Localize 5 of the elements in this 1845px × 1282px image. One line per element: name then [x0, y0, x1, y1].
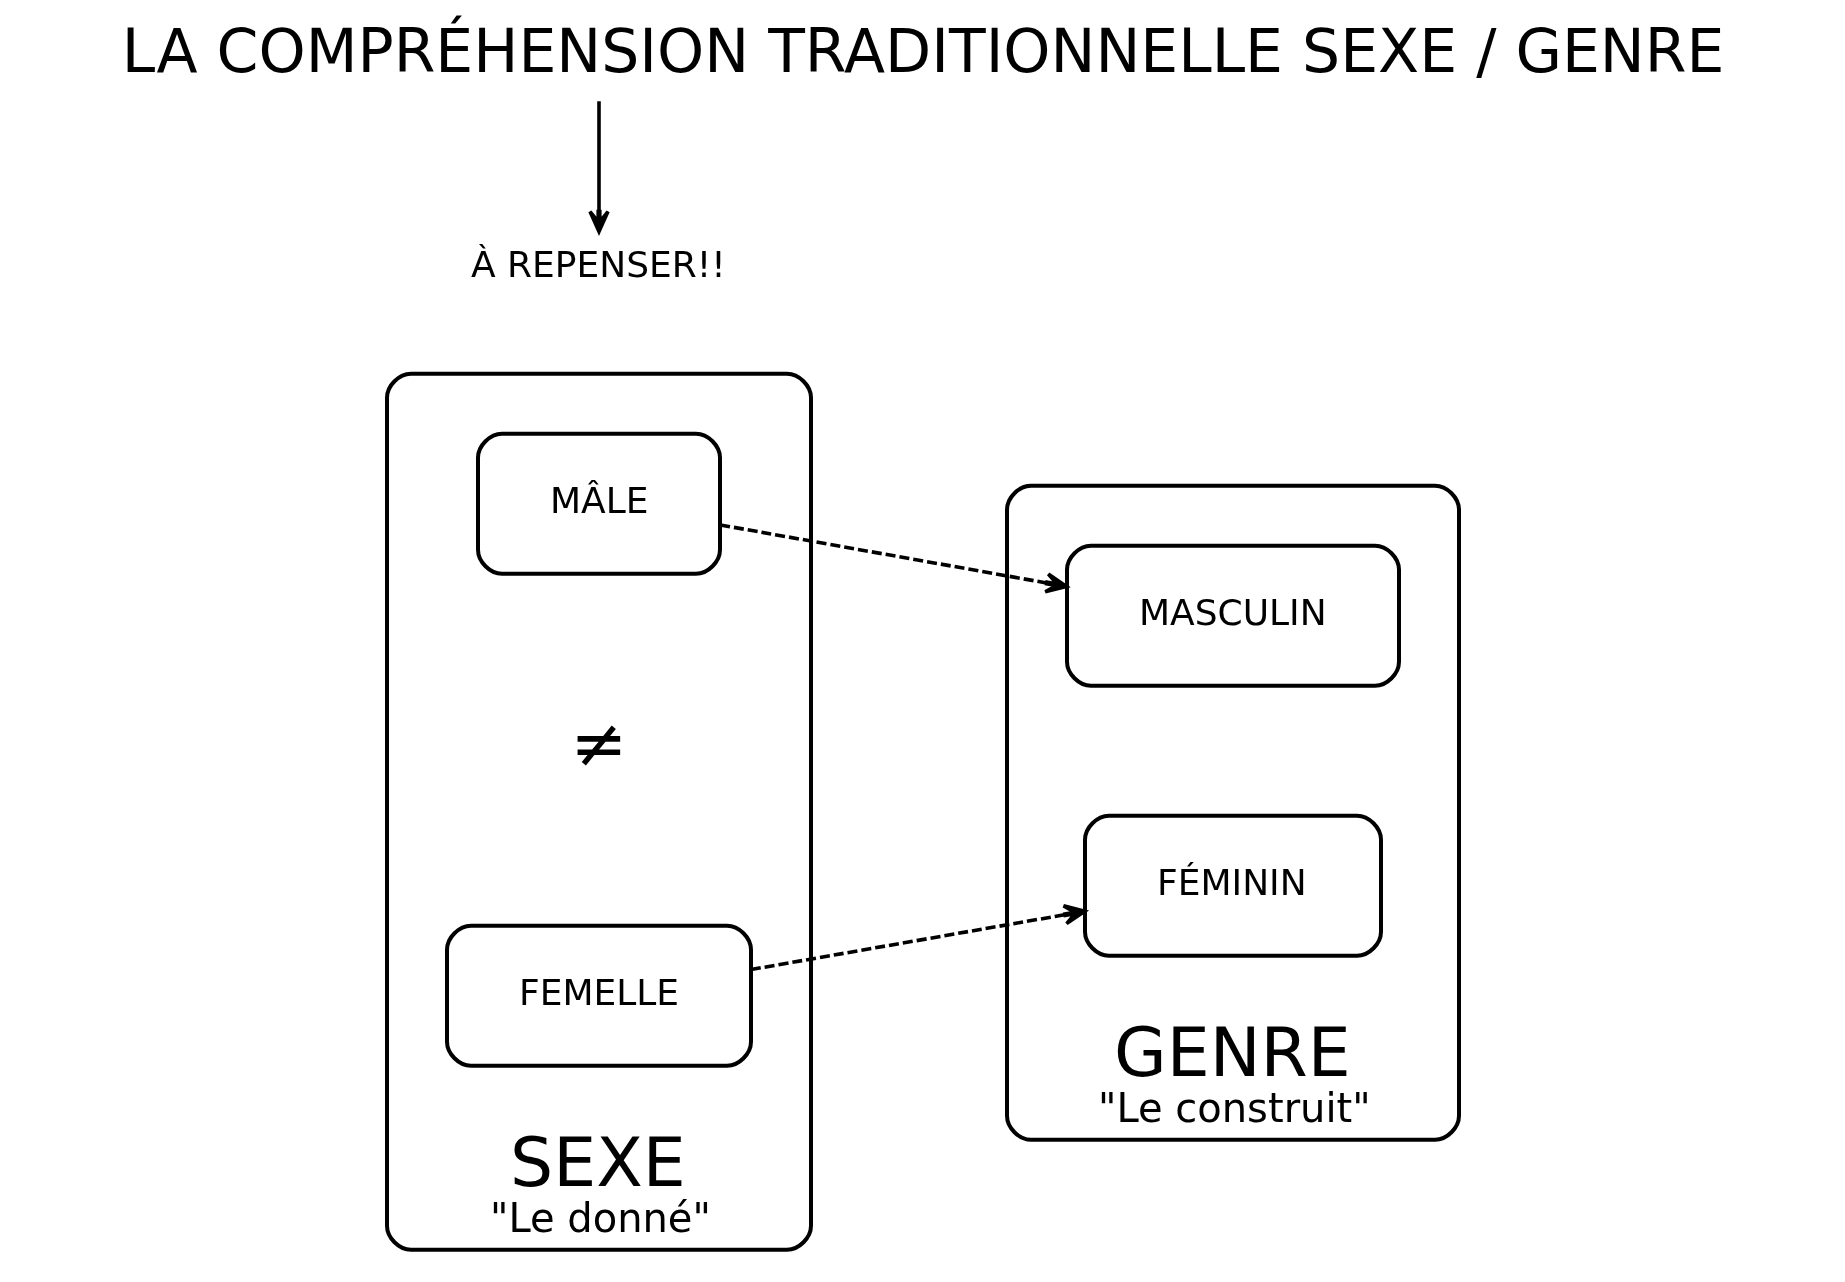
diagram-title: LA COMPRÉHENSION TRADITIONNELLE SEXE / GENRE [121, 16, 1724, 87]
node-text: À REPENSER!! [470, 243, 726, 285]
label: ≠ [570, 704, 627, 784]
node-label: "Le construit" [1097, 1084, 1371, 1131]
node-label: "Le donné" [489, 1194, 711, 1241]
